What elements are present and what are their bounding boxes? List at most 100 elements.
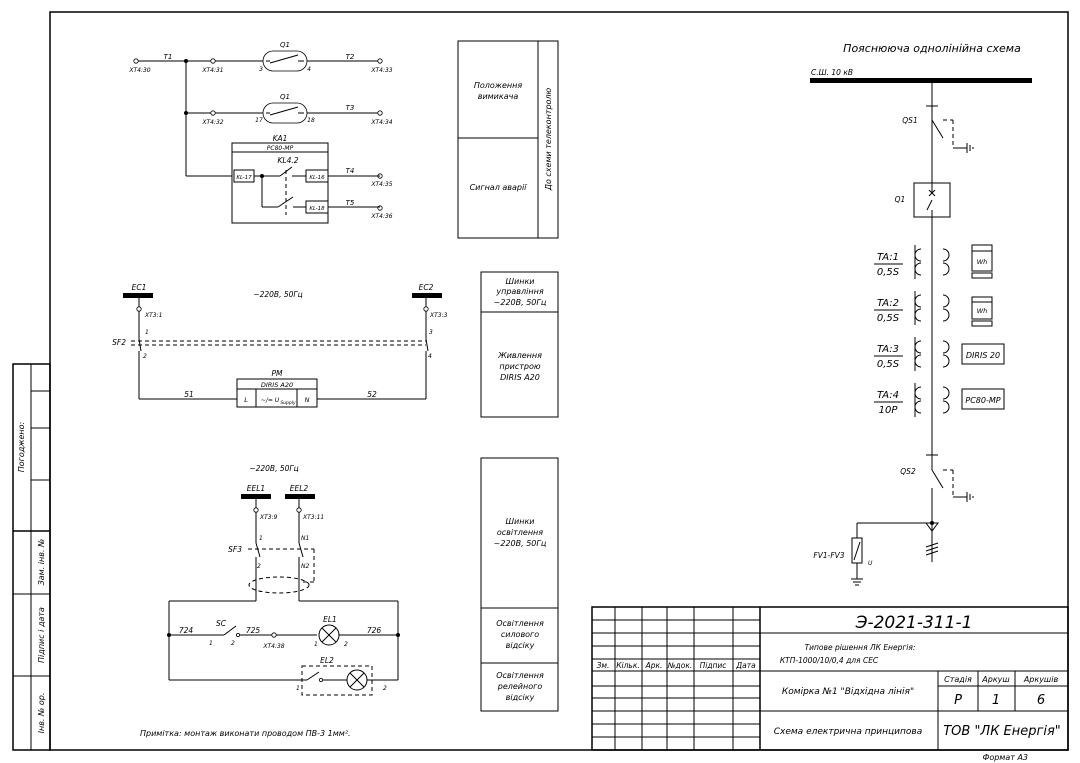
- ta1-class: 0,5S: [877, 267, 900, 278]
- diris-supply-sub: Supply: [280, 400, 296, 406]
- wire-52: 52: [367, 390, 377, 399]
- q1-label-a: Q1: [280, 41, 290, 49]
- el2-fixture: EL2 1 2: [169, 656, 398, 696]
- ta2-class: 0,5S: [877, 313, 900, 324]
- col-header-change: Зм.: [597, 661, 610, 670]
- mid-supply-label: ~220В, 50Гц: [253, 290, 302, 299]
- ec2-bus: [412, 293, 442, 298]
- qs1-disconnector: QS1: [902, 116, 974, 153]
- diris-model: DIRIS A20: [261, 381, 293, 389]
- diris20-label: DIRIS 20: [966, 351, 1000, 360]
- stamp-inventory: Інв. № ор.: [37, 693, 46, 734]
- breaker-position-line1: Положення: [474, 81, 523, 90]
- diris-power-line1: Живлення: [497, 351, 542, 360]
- xt39-label: XT3:9: [259, 514, 278, 521]
- ta3-label: TA:3: [877, 344, 899, 355]
- sheet-label: Аркуш: [981, 675, 1010, 684]
- description-line2: КТП-1000/10/0,4 для СЕС: [780, 656, 879, 665]
- col-header-date: Дата: [735, 661, 756, 670]
- el2-label: EL2: [320, 656, 334, 665]
- mid-circuit: EC1 EC2 ~220В, 50Гц XT3:1 XT3:3 1 3 SF2 …: [112, 283, 448, 408]
- col-header-sheet: Арк.: [645, 661, 663, 670]
- single-line-title: Пояснююча однолінійна схема: [843, 42, 1021, 55]
- control-bus-box: Шинки управління ~220В, 50Гц Живлення пр…: [480, 271, 559, 418]
- power-compartment-line3: відсіку: [506, 641, 535, 650]
- sf2-pin4: 4: [428, 353, 432, 360]
- ec1-bus: [123, 293, 153, 298]
- surge-arrester: U FV1-FV3: [813, 523, 873, 586]
- relay-compartment-line2: релейного: [497, 682, 543, 691]
- diris20-box: [961, 343, 1005, 365]
- relay-compartment-line3: відсіку: [506, 693, 535, 702]
- ka1-label: KA1: [273, 134, 288, 143]
- eel1-label: EEL1: [247, 484, 265, 493]
- q1-label-b: Q1: [280, 93, 290, 101]
- q1-pin-17: 17: [255, 117, 263, 124]
- col-header-docno: №док.: [667, 661, 693, 670]
- stamp-replaced: Зам. інв. №: [37, 539, 46, 586]
- xt311-label: XT3:11: [302, 514, 324, 521]
- sf3-label: SF3: [228, 545, 242, 554]
- kl16-label: KL-16: [309, 175, 325, 181]
- diris-supply-symbol: ~/= U: [261, 397, 280, 404]
- sf3-pin-n2: N2: [301, 563, 309, 570]
- eel2-bus: [285, 494, 315, 499]
- terminal-xt436: [377, 205, 383, 211]
- sc-pin2: 2: [231, 640, 235, 647]
- eel1-bus: [241, 494, 271, 499]
- el2-pin1: 1: [296, 685, 300, 692]
- terminal-xt433: [377, 58, 383, 64]
- col-header-qty: Кільк.: [616, 661, 640, 670]
- scheme-name: Схема електрична принципова: [774, 727, 922, 737]
- el1-pin2: 2: [344, 641, 348, 648]
- terminal-xt311: [296, 507, 302, 513]
- wire-725: 725: [246, 626, 261, 635]
- diris-pin-l: L: [244, 396, 248, 404]
- sc-switch: SC 1 2: [209, 619, 240, 647]
- wh-label-1: Wh: [977, 258, 988, 266]
- t1-label: T1: [164, 53, 173, 61]
- sc-label: SC: [216, 619, 227, 628]
- stage-value: Р: [954, 693, 962, 708]
- xt435-label: XT4:35: [370, 181, 392, 188]
- top-circuit: T1 T2 T3 T4 T5 XT4:30 XT4:31 XT4:33 XT4:…: [128, 41, 393, 224]
- xt33-label: XT3:3: [429, 312, 448, 319]
- diris-power-line2: пристрою: [499, 362, 541, 371]
- sc-pin1: 1: [209, 640, 213, 647]
- ka1-relay: KA1 PC80-MP KL4.2 KL-17 KL-16 KL-18: [231, 134, 380, 224]
- terminal-xt31: [136, 306, 142, 312]
- kl42-label: KL4.2: [277, 156, 298, 165]
- sf2-pin2: 2: [143, 353, 147, 360]
- alarm-signal: Сигнал аварії: [470, 183, 529, 192]
- sf2-pin3: 3: [429, 329, 433, 336]
- q1-pin-18: 18: [307, 117, 315, 124]
- xt432-label: XT4:32: [201, 119, 223, 126]
- terminal-xt434: [377, 110, 383, 116]
- terminal-xt431: [210, 58, 216, 64]
- meter-wh-1: Wh: [971, 244, 993, 279]
- ec1-label: EC1: [132, 283, 147, 292]
- wire-726: 726: [367, 626, 382, 635]
- t3-label: T3: [346, 104, 355, 112]
- sf3-pin1: 1: [259, 535, 263, 542]
- pm-diris-device: PM DIRIS A20 L ~/= U Supply N: [236, 369, 318, 408]
- xt431-label: XT4:31: [201, 67, 223, 74]
- wh-label-2: Wh: [977, 307, 988, 315]
- control-buses-line3: ~220В, 50Гц: [494, 298, 547, 307]
- q1-pin-4: 4: [307, 66, 311, 73]
- kl17-label: KL-17: [236, 175, 252, 181]
- sheets-label: Аркушів: [1023, 675, 1059, 684]
- qs2-disconnector: QS2: [900, 467, 974, 502]
- t4-label: T4: [346, 167, 355, 175]
- kl18-label: KL-18: [309, 206, 325, 212]
- sf2-pin1: 1: [145, 329, 149, 336]
- ta2-label: TA:2: [877, 298, 899, 309]
- eel2-label: EEL2: [290, 484, 309, 493]
- pc80-label: PC80-MP: [965, 396, 1000, 405]
- t5-label: T5: [346, 199, 355, 207]
- telecontrol-label: До схеми телеконтролю: [544, 87, 553, 191]
- xt31-label: XT3:1: [144, 312, 162, 319]
- low-circuit: ~220В, 50Гц EEL1 EEL2 XT3:9 XT3:11 1 N1 …: [140, 464, 400, 738]
- el1-label: EL1: [323, 615, 337, 624]
